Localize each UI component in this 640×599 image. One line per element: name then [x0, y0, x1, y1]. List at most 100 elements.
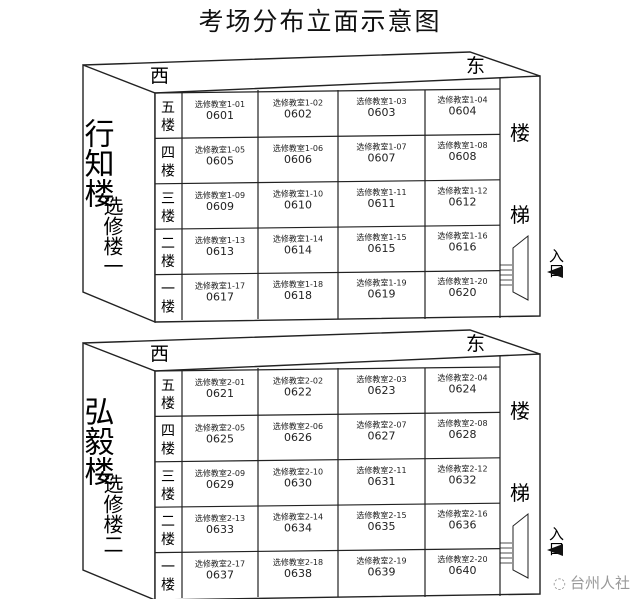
- room-name: 选修教室1-20: [437, 276, 487, 286]
- room-name: 选修教室1-06: [273, 143, 323, 153]
- building-1-floor-label: 五: [161, 100, 175, 116]
- room-name: 选修教室2-12: [437, 463, 487, 473]
- room-number: 0633: [206, 523, 234, 536]
- room-name: 选修教室2-08: [437, 418, 487, 428]
- building-2-floor-label: 楼: [161, 532, 175, 548]
- room-name: 选修教室2-18: [273, 557, 323, 567]
- room-number: 0630: [284, 476, 312, 489]
- watermark: ◌ 台州人社: [553, 572, 630, 593]
- room-number: 0623: [368, 384, 396, 397]
- room-number: 0625: [206, 432, 234, 445]
- room-name: 选修教室2-03: [356, 374, 406, 384]
- building-1-floor-label: 楼: [161, 300, 175, 316]
- room-name: 选修教室1-19: [356, 278, 406, 288]
- building-2-floor-label: 一: [161, 560, 175, 576]
- room-name: 选修教室2-10: [273, 466, 323, 476]
- building-2-floor-divider: [154, 548, 501, 554]
- room-number: 0639: [368, 566, 396, 579]
- room-name: 选修教室1-05: [195, 144, 245, 154]
- room-number: 0601: [206, 109, 234, 122]
- room-number: 0609: [206, 200, 234, 213]
- diagram-title: 考场分布立面示意图: [198, 7, 442, 36]
- room-name: 选修教室2-01: [195, 377, 245, 387]
- building-1-roof-edge: [82, 51, 541, 77]
- building-2-floor-divider: [154, 411, 501, 417]
- room-number: 0604: [449, 105, 477, 118]
- building-2-east-label: 东: [466, 333, 485, 355]
- room-name: 选修教室2-14: [273, 512, 323, 522]
- room-name: 选修教室1-17: [195, 281, 245, 291]
- building-2-floor-divider: [154, 502, 501, 508]
- room-name: 选修教室2-07: [356, 419, 406, 429]
- room-number: 0622: [284, 386, 312, 399]
- building-1-stairs-label-2: 梯: [510, 203, 530, 227]
- room-number: 0635: [368, 520, 396, 533]
- room-name: 选修教室2-16: [437, 509, 487, 519]
- building-1-entrance-arrow-icon: [547, 266, 563, 278]
- room-name: 选修教室1-11: [356, 187, 406, 197]
- room-name: 选修教室1-13: [195, 235, 245, 245]
- room-number: 0636: [449, 519, 477, 532]
- building-2-floor-divider: [154, 457, 501, 463]
- room-name: 选修教室2-15: [356, 510, 406, 520]
- room-name: 选修教室1-04: [437, 95, 487, 105]
- building-2-side-face: [82, 341, 156, 599]
- building-2-floor-label: 楼: [161, 396, 175, 412]
- building-2-floor-label: 楼: [161, 441, 175, 457]
- room-name: 选修教室1-09: [195, 190, 245, 200]
- room-number: 0610: [284, 198, 312, 211]
- watermark-text: 台州人社: [569, 574, 630, 592]
- building-1-floor-label: 四: [161, 145, 175, 161]
- room-name: 选修教室2-06: [273, 421, 323, 431]
- room-name: 选修教室2-09: [195, 468, 245, 478]
- room-number: 0626: [284, 431, 312, 444]
- room-number: 0607: [368, 151, 396, 164]
- building-1-floor-label: 三: [161, 191, 175, 207]
- room-number: 0613: [206, 245, 234, 258]
- room-name: 选修教室1-07: [356, 141, 406, 151]
- building-2-stairs-label-1: 楼: [510, 399, 530, 423]
- building-2-floor-label: 楼: [161, 578, 175, 594]
- room-number: 0608: [449, 150, 477, 163]
- room-number: 0619: [368, 288, 396, 301]
- room-name: 选修教室2-19: [356, 556, 406, 566]
- room-number: 0637: [206, 569, 234, 582]
- room-name: 选修教室1-02: [273, 98, 323, 108]
- building-2-roof-edge: [82, 329, 541, 355]
- room-name: 选修教室1-01: [195, 99, 245, 109]
- room-number: 0606: [284, 153, 312, 166]
- building-2-name: 弘毅楼: [79, 396, 115, 486]
- room-name: 选修教室1-18: [273, 279, 323, 289]
- building-1-floor-label: 楼: [161, 209, 175, 225]
- room-name: 选修教室2-02: [273, 376, 323, 386]
- room-name: 选修教室1-03: [356, 96, 406, 106]
- room-number: 0634: [284, 522, 312, 535]
- room-name: 选修教室2-11: [356, 465, 406, 475]
- room-number: 0615: [368, 242, 396, 255]
- building-1-floor-divider: [154, 133, 501, 139]
- room-name: 选修教室1-08: [437, 140, 487, 150]
- room-number: 0631: [368, 475, 396, 488]
- room-name: 选修教室1-15: [356, 232, 406, 242]
- room-name: 选修教室1-10: [273, 188, 323, 198]
- room-number: 0616: [449, 241, 477, 254]
- building-1-floor-divider: [154, 270, 501, 276]
- room-name: 选修教室1-16: [437, 231, 487, 241]
- room-number: 0629: [206, 478, 234, 491]
- room-name: 选修教室2-17: [195, 559, 245, 569]
- room-name: 选修教室2-04: [437, 373, 487, 383]
- building-1-stairs-label-1: 楼: [510, 121, 530, 145]
- room-number: 0624: [449, 383, 477, 396]
- room-number: 0632: [449, 473, 477, 486]
- building-2-entrance-arrow-icon: [547, 544, 563, 556]
- building-2-floor-label: 五: [161, 378, 175, 394]
- room-name: 选修教室2-05: [195, 422, 245, 432]
- room-number: 0612: [449, 195, 477, 208]
- room-number: 0614: [284, 244, 312, 257]
- room-name: 选修教室2-20: [437, 554, 487, 564]
- building-1-name: 行知楼: [79, 118, 115, 208]
- room-number: 0603: [368, 106, 396, 119]
- building-1-floor-label: 楼: [161, 163, 175, 179]
- building-1-entrance-door: [512, 234, 529, 301]
